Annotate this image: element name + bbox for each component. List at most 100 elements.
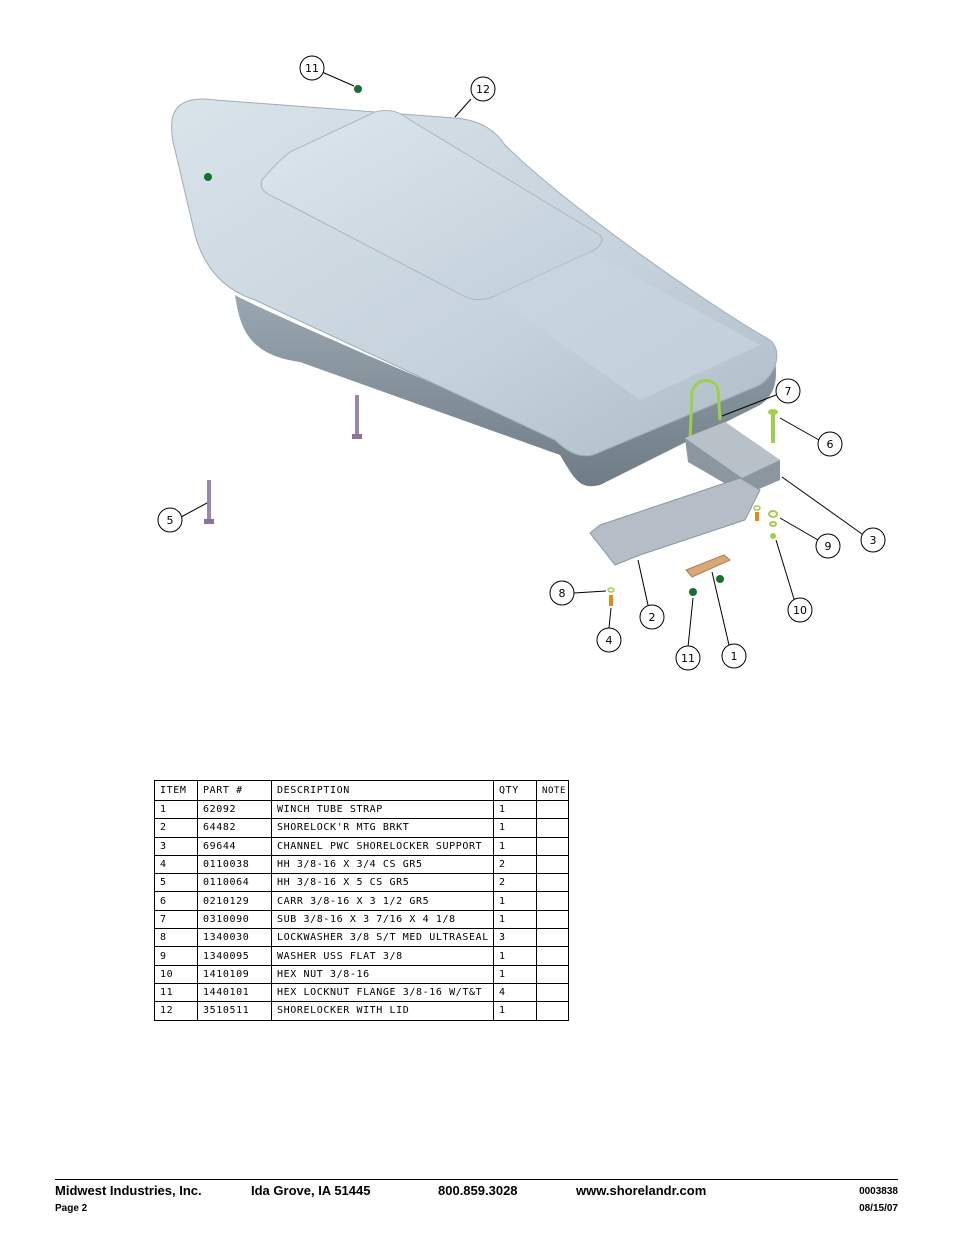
svg-text:6: 6 (827, 438, 834, 451)
cell-item: 7 (154, 909, 198, 930)
parts-list-table: ITEM PART # DESCRIPTION QTY NOTE 1 62092… (154, 780, 569, 1021)
callout-1: 1 (721, 643, 747, 669)
callout-11-top: 11 (299, 55, 325, 81)
cell-description: CARR 3/8-16 X 3 1/2 GR5 (271, 891, 494, 911)
header-part: PART # (197, 780, 272, 801)
table-row: 2 64482 SHORELOCK'R MTG BRKT 1 (154, 818, 569, 838)
cell-part: 1440101 (197, 982, 272, 1003)
cell-note (536, 928, 569, 948)
header-note: NOTE (536, 780, 569, 801)
footer-doc-number: 0003838 (859, 1186, 898, 1197)
footer-date: 08/15/07 (859, 1203, 898, 1214)
cell-part: 3510511 (197, 1001, 272, 1021)
header-description: DESCRIPTION (271, 780, 494, 801)
cell-description: HH 3/8-16 X 3/4 CS GR5 (271, 854, 494, 875)
cell-note (536, 946, 569, 966)
svg-text:10: 10 (793, 604, 807, 617)
svg-text:8: 8 (559, 587, 566, 600)
cell-description: HEX NUT 3/8-16 (271, 964, 494, 984)
cell-qty: 1 (493, 946, 537, 966)
cell-item: 9 (154, 946, 198, 966)
channel-support-icon (685, 422, 780, 495)
cell-qty: 1 (493, 891, 537, 911)
svg-text:11: 11 (305, 62, 319, 75)
callout-12: 12 (470, 76, 496, 102)
header-item: ITEM (154, 780, 198, 801)
svg-text:2: 2 (649, 611, 656, 624)
cell-note (536, 818, 569, 838)
cell-description: HEX LOCKNUT FLANGE 3/8-16 W/T&T (271, 982, 494, 1003)
cell-item: 3 (154, 836, 198, 856)
table-row: 5 0110064 HH 3/8-16 X 5 CS GR5 2 (154, 873, 569, 893)
cell-part: 64482 (197, 818, 272, 838)
cell-note (536, 873, 569, 893)
callout-4: 4 (596, 627, 622, 653)
table-row: 7 0310090 SUB 3/8-16 X 3 7/16 X 4 1/8 1 (154, 909, 569, 930)
shorelocker-body (171, 98, 778, 487)
cell-qty: 1 (493, 1001, 537, 1021)
cell-description: SUB 3/8-16 X 3 7/16 X 4 1/8 (271, 909, 494, 930)
cell-part: 62092 (197, 799, 272, 820)
footer-company: Midwest Industries, Inc. (55, 1183, 202, 1198)
header-qty: QTY (493, 780, 537, 801)
cell-description: LOCKWASHER 3/8 S/T MED ULTRASEAL (271, 928, 494, 948)
table-row: 1 62092 WINCH TUBE STRAP 1 (154, 799, 569, 820)
table-row: 3 69644 CHANNEL PWC SHORELOCKER SUPPORT … (154, 836, 569, 856)
carriage-bolt-icon (768, 409, 778, 443)
cell-part: 69644 (197, 836, 272, 856)
cell-part: 0310090 (197, 909, 272, 930)
cell-note (536, 982, 569, 1003)
shorelocker-lid-front (495, 252, 760, 400)
cell-part: 1340095 (197, 946, 272, 966)
cell-description: WASHER USS FLAT 3/8 (271, 946, 494, 966)
cell-qty: 1 (493, 818, 537, 838)
callout-5: 5 (157, 507, 183, 533)
cell-item: 8 (154, 928, 198, 948)
callout-9: 9 (815, 533, 841, 559)
cell-item: 1 (154, 799, 198, 820)
winch-tube-strap-icon (685, 554, 731, 578)
cell-note (536, 909, 569, 930)
cell-qty: 2 (493, 854, 537, 875)
bolt-5in-upper-icon (352, 395, 362, 439)
cell-part: 0110038 (197, 854, 272, 875)
cell-description: HH 3/8-16 X 5 CS GR5 (271, 873, 494, 893)
cell-note (536, 891, 569, 911)
table-row: 11 1440101 HEX LOCKNUT FLANGE 3/8-16 W/T… (154, 982, 569, 1003)
cell-qty: 1 (493, 799, 537, 820)
callout-3: 3 (860, 527, 886, 553)
u-bolt-icon (688, 379, 722, 441)
callout-6: 6 (817, 431, 843, 457)
shorelocker-lid (260, 109, 603, 301)
svg-text:3: 3 (870, 534, 877, 547)
callout-11-bottom: 11 (675, 645, 701, 671)
cell-item: 11 (154, 982, 198, 1003)
cell-qty: 1 (493, 836, 537, 856)
svg-text:12: 12 (476, 83, 490, 96)
cell-part: 0110064 (197, 873, 272, 893)
leader-lines (180, 71, 863, 648)
table-row: 9 1340095 WASHER USS FLAT 3/8 1 (154, 946, 569, 966)
svg-text:7: 7 (785, 385, 792, 398)
svg-text:11: 11 (681, 652, 695, 665)
cell-item: 10 (154, 964, 198, 984)
cell-description: SHORELOCK'R MTG BRKT (271, 818, 494, 838)
svg-text:4: 4 (606, 634, 613, 647)
hex-locknut-top-icon (354, 85, 362, 93)
callout-8: 8 (549, 580, 575, 606)
callout-10: 10 (787, 597, 813, 623)
footer-divider (55, 1179, 898, 1180)
cell-note (536, 1001, 569, 1021)
shorelocker-side-wall (235, 295, 777, 487)
washer-nut-stack-icon (753, 505, 778, 539)
hex-locknut-side-icon (204, 173, 212, 181)
cell-part: 1340030 (197, 928, 272, 948)
table-row: 8 1340030 LOCKWASHER 3/8 S/T MED ULTRASE… (154, 928, 569, 948)
cell-note (536, 854, 569, 875)
cell-part: 1410109 (197, 964, 272, 984)
cell-item: 2 (154, 818, 198, 838)
cell-description: WINCH TUBE STRAP (271, 799, 494, 820)
cell-note (536, 836, 569, 856)
cell-description: CHANNEL PWC SHORELOCKER SUPPORT (271, 836, 494, 856)
footer-website: www.shorelandr.com (576, 1183, 707, 1198)
